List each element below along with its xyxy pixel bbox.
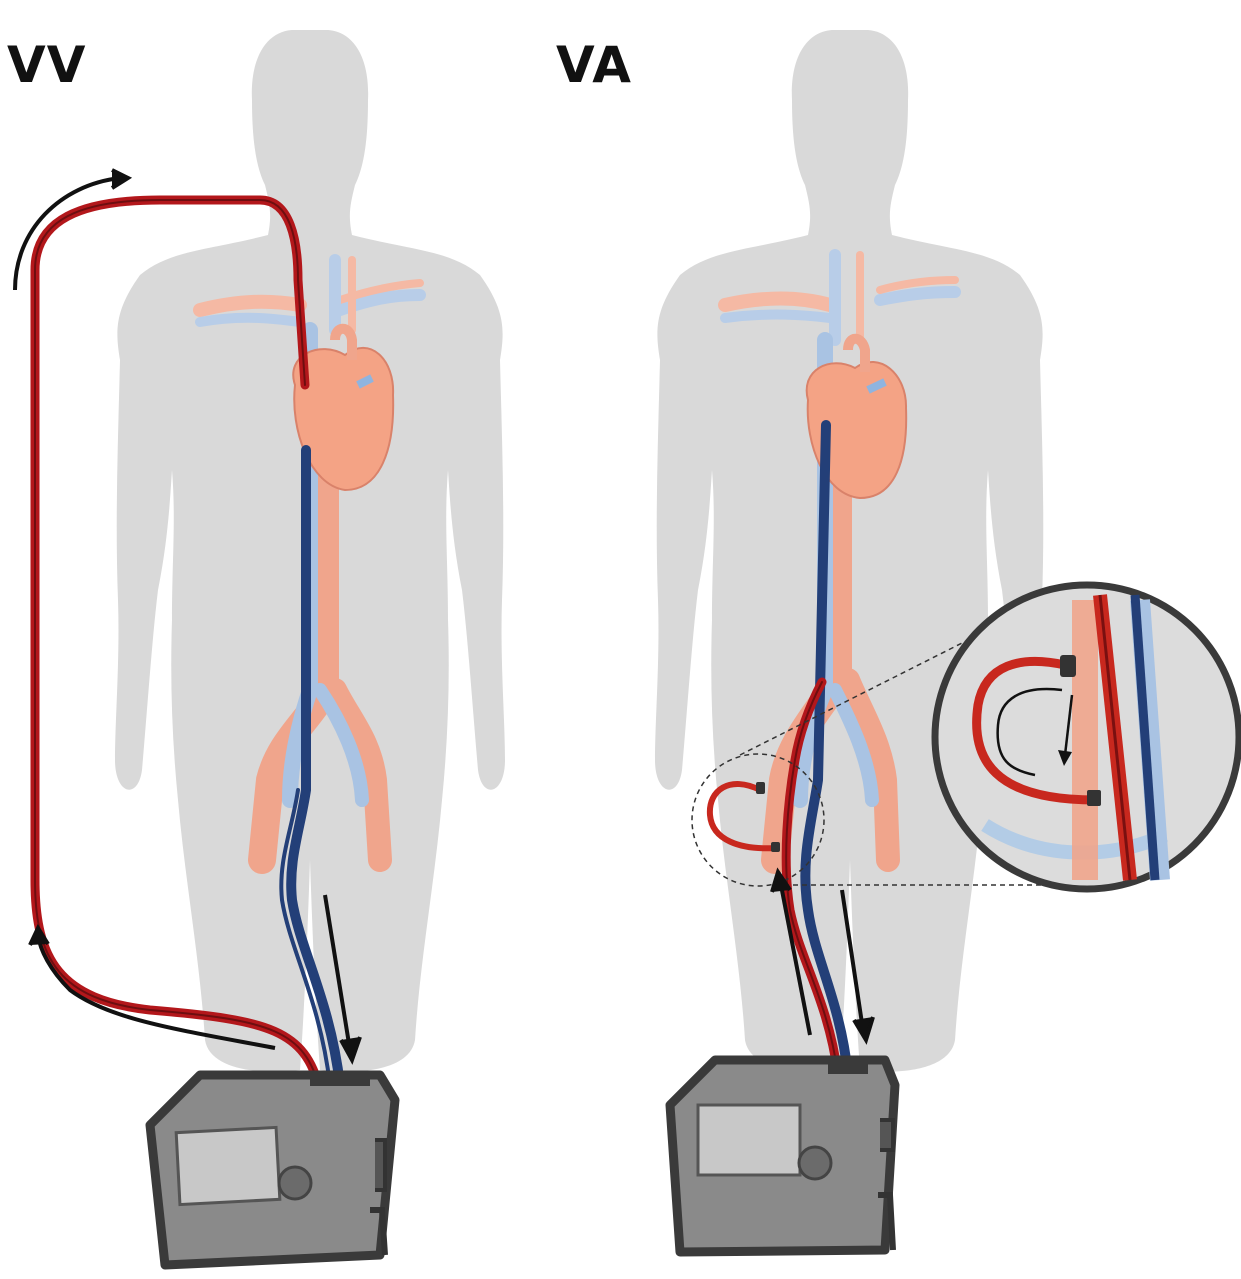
va-panel [655, 30, 1239, 1252]
va-ecmo-console-icon [670, 1060, 895, 1252]
vv-panel [15, 30, 505, 1265]
flow-arrow-icon [112, 170, 128, 188]
flow-arrow-icon [30, 928, 48, 945]
vv-ecmo-console-icon [150, 1072, 395, 1265]
